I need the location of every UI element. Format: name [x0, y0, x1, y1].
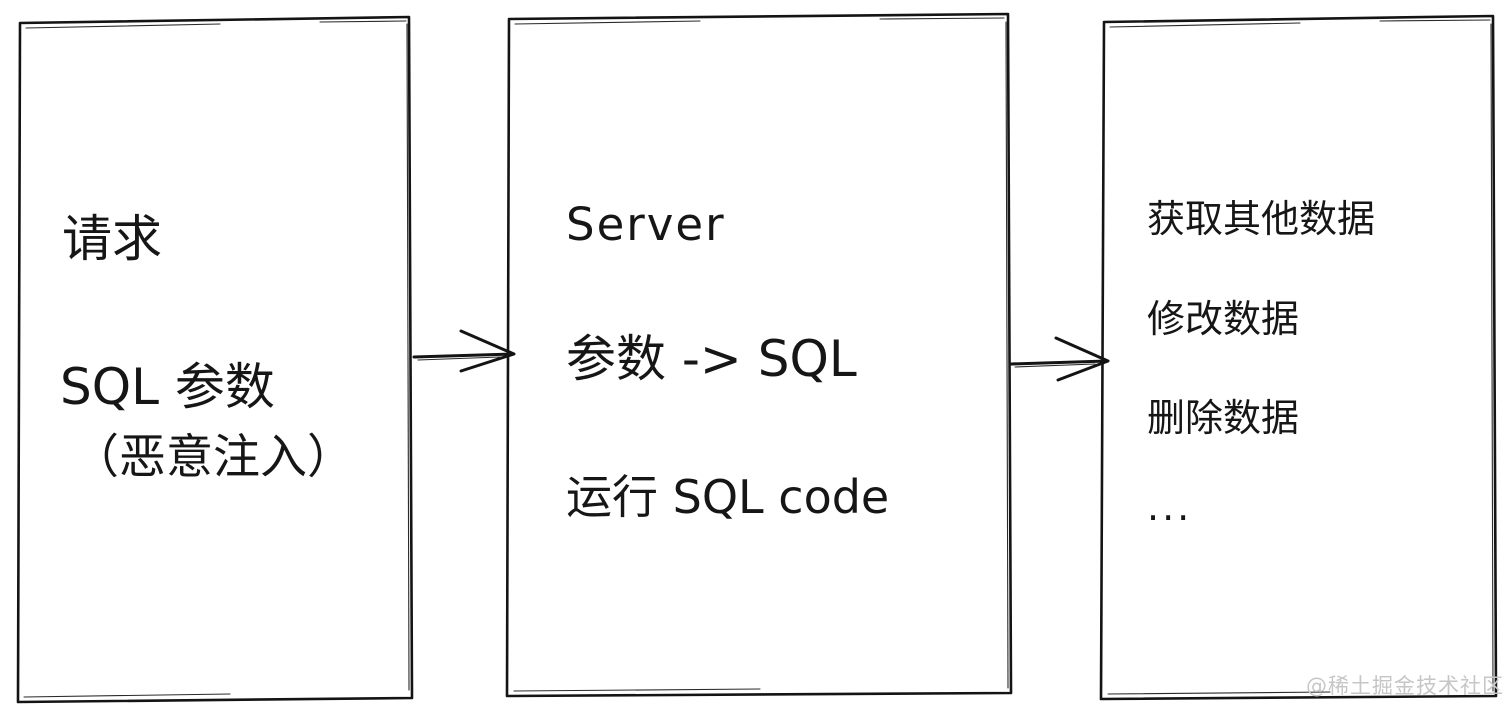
ellipsis-label: ... — [1147, 485, 1193, 529]
fetch-other-data-label: 获取其他数据 — [1147, 197, 1376, 241]
server-box-outline — [505, 12, 1013, 698]
watermark: @稀土掘金技术社区 — [1306, 674, 1504, 698]
sql-params-label: SQL 参数 — [60, 358, 275, 416]
consequences-box-outline — [1099, 14, 1498, 701]
params-to-sql-label: 参数 -> SQL — [566, 330, 857, 388]
arrow-request-to-server — [412, 329, 516, 373]
request-label: 请求 — [62, 210, 162, 268]
consequences-box-outline-sketch — [1107, 19, 1494, 695]
run-sql-code-label: 运行 SQL code — [566, 470, 890, 524]
server-label: Server — [566, 198, 726, 251]
request-box-outline-sketch — [23, 20, 410, 698]
server-box-outline-sketch — [513, 17, 1009, 692]
delete-data-label: 删除数据 — [1147, 396, 1300, 440]
malicious-injection-label: （恶意注入） — [72, 430, 354, 485]
arrow-server-to-consequences — [1009, 336, 1110, 382]
request-box-outline — [16, 15, 414, 704]
modify-data-label: 修改数据 — [1147, 297, 1300, 341]
